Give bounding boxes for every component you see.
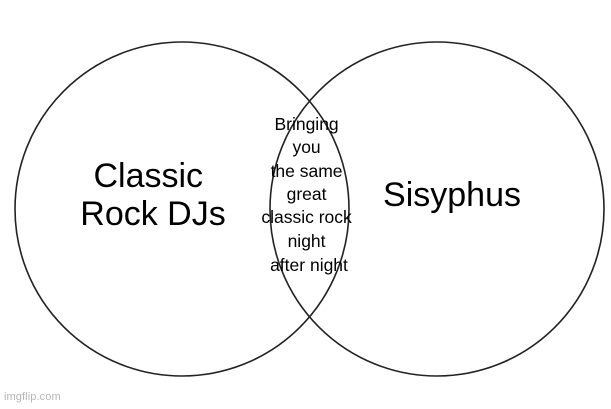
right-set-label-line: Sisyphus (383, 176, 521, 214)
intersection-label-line: great (287, 184, 327, 204)
intersection-label-line: after night (270, 255, 348, 275)
left-set-label-line: Classic (93, 157, 203, 195)
intersection-label-line: the same (271, 161, 343, 181)
intersection-label-line: night (288, 231, 326, 251)
intersection-label: Bringing you the same great classic rock… (261, 114, 356, 275)
intersection-label-line: you (292, 137, 320, 157)
intersection-label-line: classic rock (261, 207, 352, 227)
right-circle (269, 41, 605, 377)
left-circle (14, 41, 350, 377)
imgflip-watermark: imgflip.com (4, 391, 61, 403)
left-set-label: Classic Rock DJs (80, 157, 225, 233)
right-set-label: Sisyphus (383, 176, 521, 214)
intersection-label-line: Bringing (274, 114, 338, 134)
left-set-label-line: Rock DJs (80, 195, 225, 233)
